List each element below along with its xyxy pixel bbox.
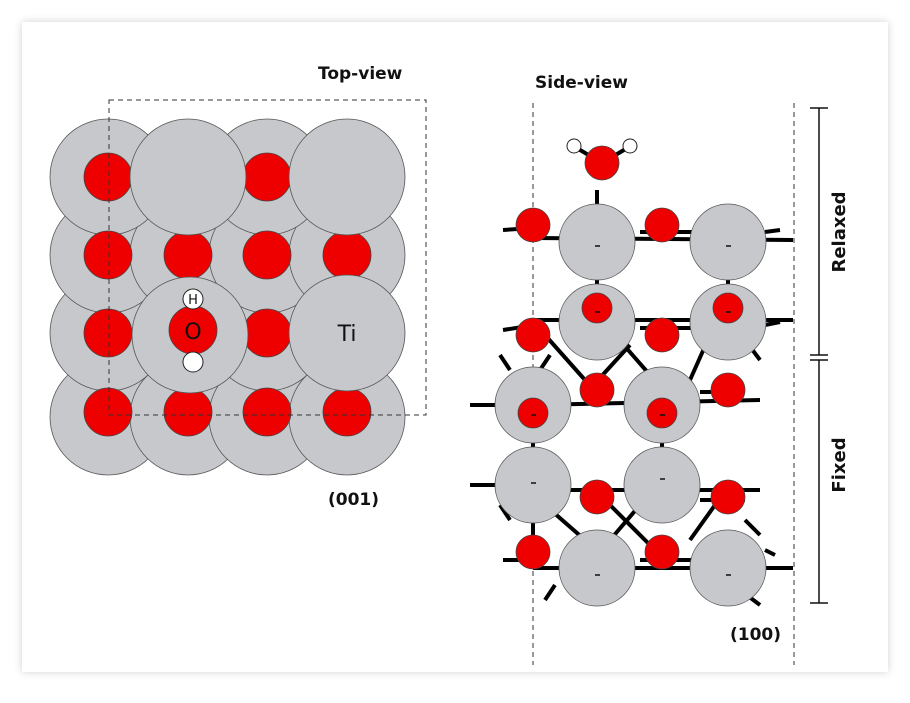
label-ti: Ti xyxy=(337,322,357,347)
facet-100-label: (100) xyxy=(730,625,781,645)
o-atom xyxy=(644,207,680,243)
o-atom xyxy=(242,230,292,280)
o-atom xyxy=(644,534,680,570)
o-atom xyxy=(163,387,213,437)
region-brackets xyxy=(810,107,828,604)
o-atom xyxy=(515,317,551,353)
top-view-title: Top-view xyxy=(318,64,403,84)
o-atom xyxy=(579,479,615,515)
h-atom xyxy=(182,288,204,310)
side-view-title: Side-view xyxy=(535,73,628,93)
o-atom xyxy=(712,292,744,324)
o-atom xyxy=(242,152,292,202)
o-atom xyxy=(644,317,680,353)
top-view-panel: H O Ti Top-view (001) xyxy=(49,64,427,510)
ti-atom xyxy=(288,118,406,236)
o-atom xyxy=(517,397,549,429)
h-atom xyxy=(622,138,638,154)
o-atom xyxy=(646,397,678,429)
relaxed-region-label: Relaxed xyxy=(829,191,850,272)
fixed-region-label: Fixed xyxy=(829,437,850,492)
ti-atom xyxy=(689,203,767,281)
o-atom xyxy=(710,372,746,408)
o-atom xyxy=(83,230,133,280)
ti-atom xyxy=(689,529,767,607)
o-atom xyxy=(515,534,551,570)
o-atom xyxy=(710,479,746,515)
label-o: O xyxy=(184,320,201,345)
h-atom xyxy=(566,138,582,154)
side-view-panel: Relaxed Fixed Side-view (100) xyxy=(470,73,850,665)
ti-center-markers xyxy=(531,245,731,576)
ti-atom xyxy=(494,446,572,524)
o-atom xyxy=(322,230,372,280)
ti-atom xyxy=(129,118,247,236)
ti-atom xyxy=(558,529,636,607)
o-atom xyxy=(83,152,133,202)
o-atom xyxy=(83,387,133,437)
o-atom xyxy=(83,308,133,358)
label-h: H xyxy=(188,293,198,308)
o-atom xyxy=(242,387,292,437)
o-atom xyxy=(579,372,615,408)
h-atom xyxy=(182,351,204,373)
o-atom-water xyxy=(584,145,620,181)
o-atom xyxy=(242,308,292,358)
ti-atom xyxy=(623,446,701,524)
o-atom xyxy=(581,292,613,324)
facet-001-label: (001) xyxy=(328,490,379,510)
o-atom xyxy=(322,387,372,437)
o-atom xyxy=(163,230,213,280)
ti-atom xyxy=(558,203,636,281)
ti-atom-labeled xyxy=(288,274,406,392)
o-atom xyxy=(515,207,551,243)
